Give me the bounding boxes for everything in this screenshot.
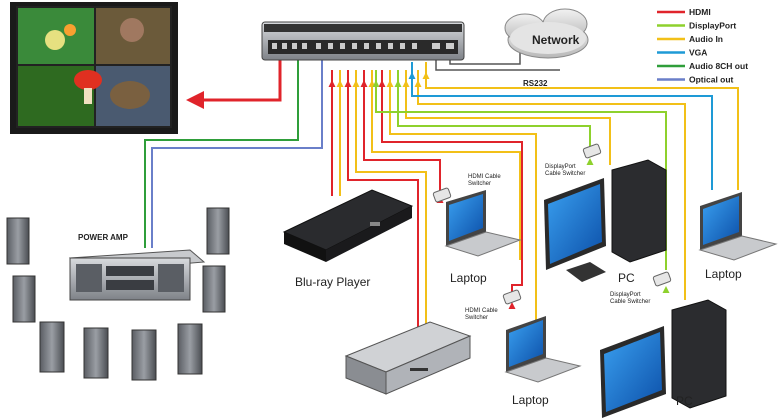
network-cloud: Network xyxy=(504,8,589,59)
arrow-head xyxy=(360,80,368,87)
tv-display xyxy=(10,2,178,134)
speaker xyxy=(177,323,203,375)
legend-label: HDMI xyxy=(689,7,711,17)
legend-label: DisplayPort xyxy=(689,21,736,31)
power-amp-label: POWER AMP xyxy=(78,233,129,242)
arrow-head xyxy=(372,80,380,87)
speaker xyxy=(12,275,36,323)
arrow-head xyxy=(328,80,336,87)
bluray-label: Blu-ray Player xyxy=(295,275,370,289)
arrow-head xyxy=(378,80,386,87)
arrow-head xyxy=(402,80,410,87)
laptop-right xyxy=(698,192,778,261)
arrow-head xyxy=(408,72,416,79)
dp-switcher-top xyxy=(582,143,602,159)
speaker xyxy=(83,327,109,379)
arrow-head xyxy=(422,72,430,79)
pc-middle xyxy=(544,159,667,282)
speaker xyxy=(202,265,226,313)
arrow-head xyxy=(336,80,344,87)
arrow-head xyxy=(508,302,516,309)
laptop-bottom-hdmi-cable xyxy=(381,70,523,300)
dp-switcher-top-label-1: DisplayPort xyxy=(545,164,576,170)
speaker xyxy=(6,217,30,265)
pc-middle-audio-cable xyxy=(405,70,611,165)
hdmi-switcher-top-label-1: HDMI Cable xyxy=(468,174,501,180)
legend-label: Audio In xyxy=(689,34,723,44)
pc-bottom xyxy=(600,299,727,418)
arrow-head xyxy=(394,80,402,87)
pc-bottom-label: PC xyxy=(676,394,693,408)
hdmi-switcher-bottom-label-1: HDMI Cable xyxy=(465,308,498,314)
laptop-top-hdmi-cable xyxy=(363,70,441,200)
power-amp xyxy=(68,249,206,301)
pc-middle-label: PC xyxy=(618,271,635,285)
hdmi-out-to-tv-cable xyxy=(186,60,282,109)
arrow-head xyxy=(386,80,394,87)
hdmi-switcher-top xyxy=(432,187,452,203)
matrix-switch xyxy=(261,21,465,61)
arrow-head xyxy=(352,80,360,87)
legend-label: Audio 8CH out xyxy=(689,61,748,71)
pc-middle-dp-cable xyxy=(397,70,591,155)
laptop-top-audio-cable xyxy=(371,70,521,260)
laptop-right-label: Laptop xyxy=(705,267,742,281)
hdmi-switcher-bottom-label-2: Switcher xyxy=(465,315,488,321)
legend-label: Optical out xyxy=(689,75,734,85)
arrow-head xyxy=(586,158,594,165)
arrow-head xyxy=(414,80,422,87)
audio-8ch-cable xyxy=(144,60,299,248)
dp-switcher-top-label-2: Cable Switcher xyxy=(545,171,585,177)
rs232-label: RS232 xyxy=(523,79,548,88)
settop-box xyxy=(344,321,472,395)
settop-audio-cable xyxy=(355,70,427,330)
arrow-head xyxy=(344,80,352,87)
laptop-bottom-audio-cable xyxy=(389,70,537,320)
speaker xyxy=(39,321,65,373)
speaker xyxy=(131,329,157,381)
dp-switcher-bottom xyxy=(652,271,672,287)
dp-switcher-bottom-label-2: Cable Switcher xyxy=(610,299,650,305)
hdmi-switcher-top-label-2: Switcher xyxy=(468,181,491,187)
dp-switcher-bottom-label-1: DisplayPort xyxy=(610,292,641,298)
legend-label: VGA xyxy=(689,48,707,58)
optical-out-cable xyxy=(151,60,323,248)
speakers xyxy=(6,207,230,381)
speaker xyxy=(206,207,230,255)
bluray-player xyxy=(282,189,414,262)
network-label: Network xyxy=(532,33,580,47)
settop-hdmi-cable xyxy=(347,70,419,330)
laptop-bottom-label: Laptop xyxy=(512,393,549,407)
network-cable xyxy=(449,50,521,65)
arrow-head xyxy=(662,286,670,293)
laptop-bottom xyxy=(504,316,582,383)
laptop-top xyxy=(444,190,522,257)
hdmi-switcher-bottom xyxy=(502,289,522,305)
rs232-cable xyxy=(435,58,560,71)
laptop-top-label: Laptop xyxy=(450,271,487,285)
